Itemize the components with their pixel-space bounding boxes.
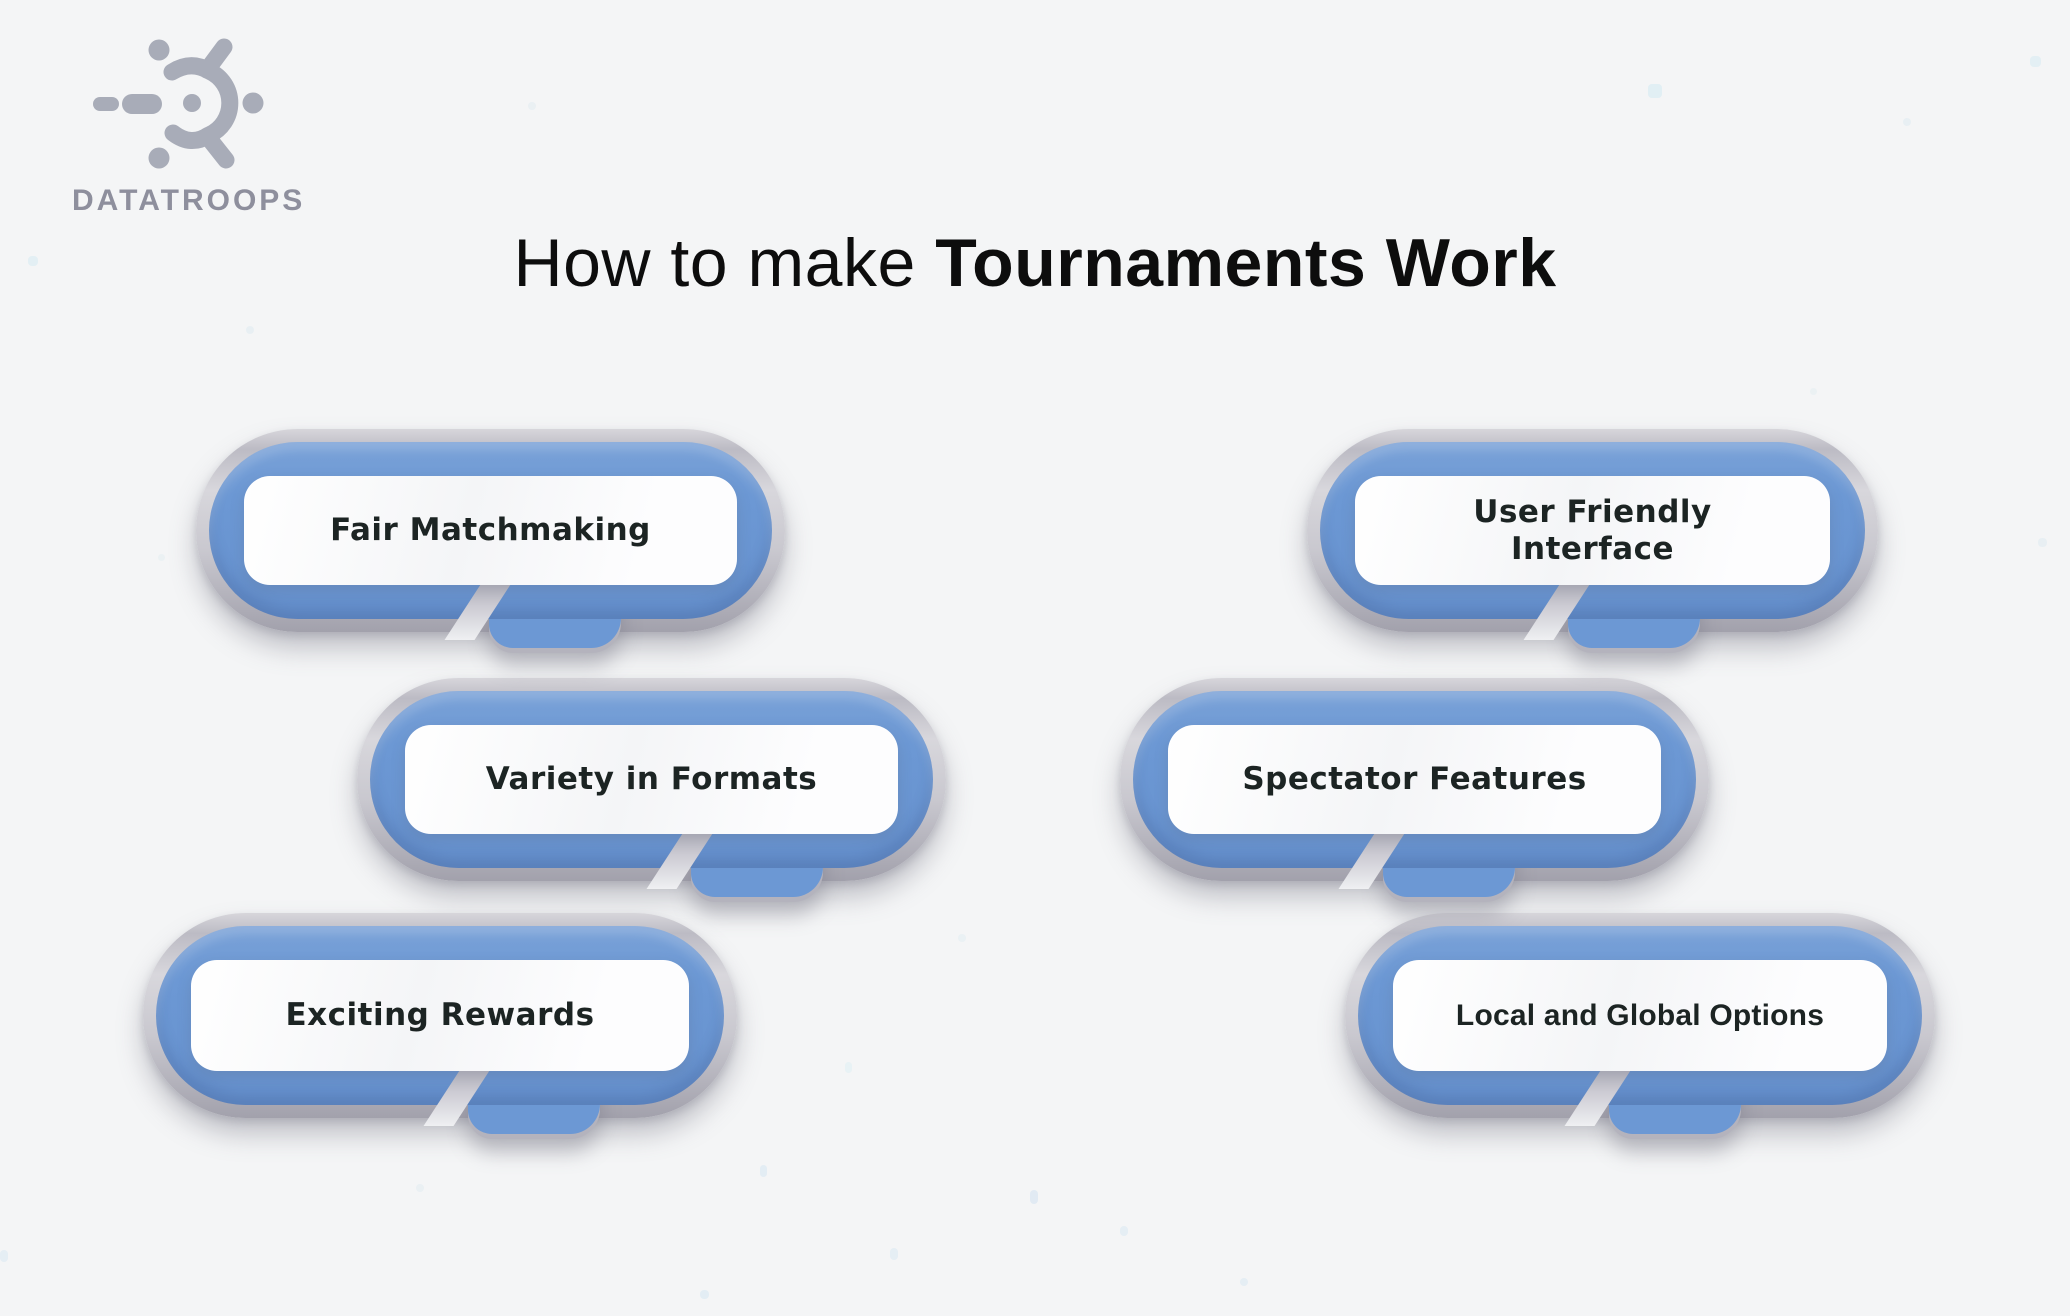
bubble-card: User Friendly Interface (1355, 476, 1830, 585)
decor-dot (1240, 1278, 1248, 1286)
bubble-label: Local and Global Options (1455, 998, 1825, 1032)
title-regular: How to make (513, 225, 936, 301)
decor-dot (1903, 118, 1911, 126)
bubble-card: Exciting Rewards (191, 960, 689, 1071)
bubble-user-friendly-interface: User Friendly Interface (1307, 429, 1878, 648)
decor-dot (2030, 56, 2041, 67)
title-bold: Tournaments Work (935, 225, 1557, 301)
bubble-spectator-features: Spectator Features (1120, 678, 1709, 897)
bubble-local-and-global-options: Local and Global Options (1345, 913, 1935, 1134)
decor-dot (1648, 84, 1662, 98)
decor-dot (1120, 1226, 1128, 1236)
bubble-label: Variety in Formats (485, 761, 818, 798)
decor-dot (1030, 1190, 1038, 1204)
decor-dot (890, 1248, 898, 1260)
decor-dot (845, 1062, 852, 1073)
decor-dot (28, 256, 38, 266)
datatroops-logo-icon (93, 38, 264, 169)
bubble-label: User Friendly Interface (1473, 493, 1712, 567)
bubble-card: Fair Matchmaking (244, 476, 737, 585)
bubble-fair-matchmaking: Fair Matchmaking (196, 429, 785, 648)
decor-dot (416, 1184, 424, 1192)
decor-dot (958, 934, 966, 942)
decor-dot (2038, 538, 2047, 547)
decor-dot (0, 1250, 8, 1262)
decor-dot (246, 326, 254, 334)
page-title: How to make Tournaments Work (0, 224, 2070, 302)
bubble-card: Local and Global Options (1393, 960, 1887, 1071)
datatroops-wordmark: DATATROOPS (72, 184, 306, 217)
decor-dot (158, 554, 165, 561)
bubble-label: Fair Matchmaking (330, 512, 651, 549)
bubble-card: Variety in Formats (405, 725, 898, 834)
decor-dot (700, 1290, 709, 1299)
bubble-label: Exciting Rewards (285, 997, 595, 1034)
bubble-exciting-rewards: Exciting Rewards (143, 913, 737, 1134)
decor-dot (528, 102, 536, 110)
bubble-card: Spectator Features (1168, 725, 1661, 834)
decor-dot (760, 1165, 767, 1177)
decor-dot (1810, 388, 1817, 395)
bubble-variety-in-formats: Variety in Formats (357, 678, 946, 897)
bubble-label: Spectator Features (1242, 761, 1587, 798)
